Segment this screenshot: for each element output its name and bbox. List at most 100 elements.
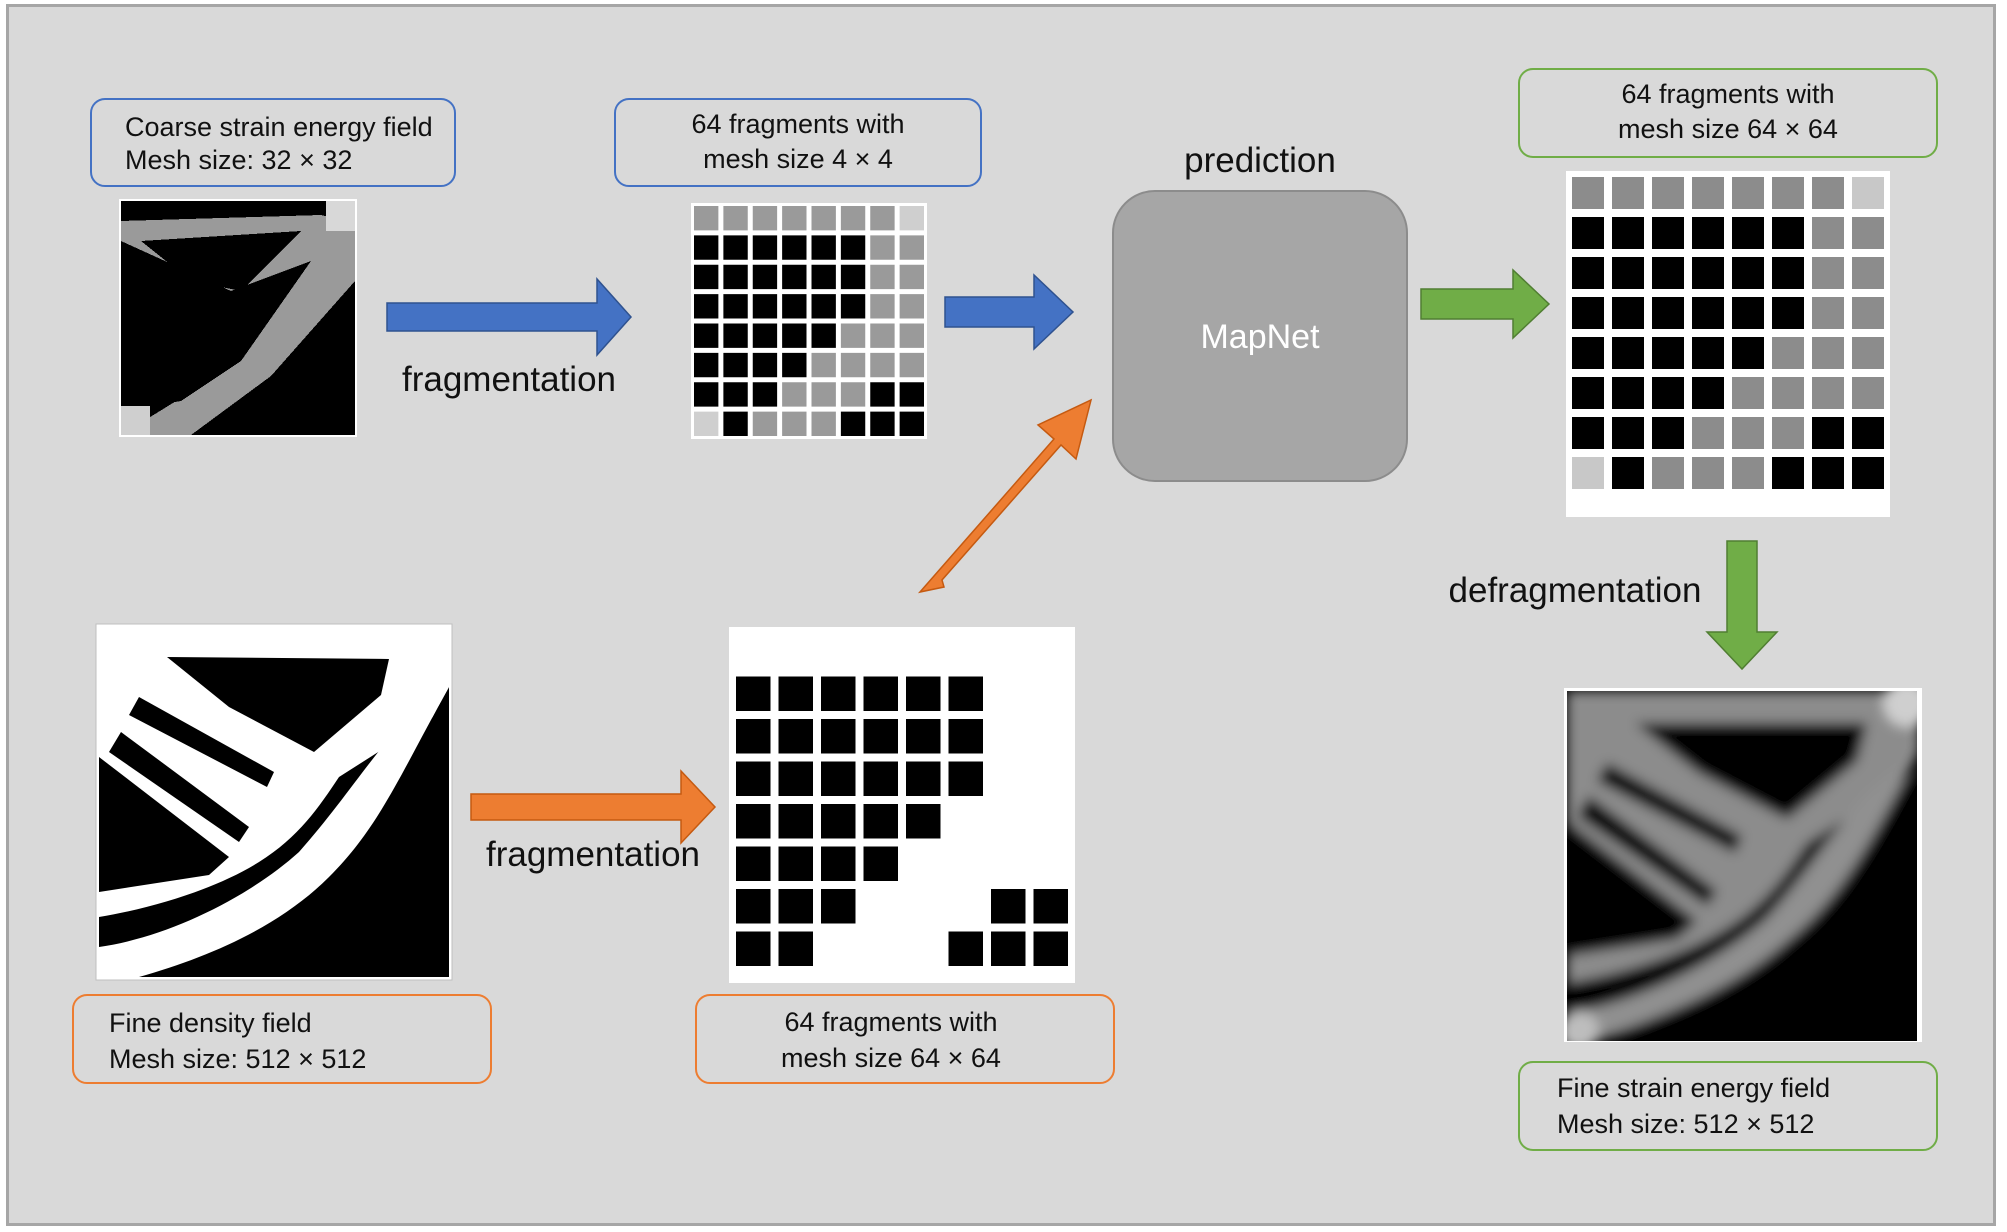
- fine-density-box: Fine density field Mesh size: 512 × 512: [72, 994, 492, 1084]
- coarse-field-line1: Coarse strain energy field: [125, 112, 433, 142]
- grid-cell: [1772, 417, 1804, 449]
- grid-cell: [899, 352, 924, 378]
- grid-cell: [863, 846, 898, 881]
- grid-cell: [1652, 457, 1684, 489]
- grid-cell: [778, 719, 813, 754]
- grid-cell: [870, 382, 895, 407]
- grid-cell: [1772, 337, 1804, 369]
- grid-cell: [736, 889, 771, 924]
- grid-cell: [752, 323, 778, 348]
- grid-cell: [1692, 377, 1724, 409]
- grid-cell: [1772, 217, 1804, 249]
- grid-cell: [1732, 417, 1764, 449]
- coarse-strain-image: [119, 199, 357, 437]
- grid-cell: [948, 634, 983, 669]
- grid-cell: [991, 889, 1026, 924]
- grid-cell: [1772, 377, 1804, 409]
- grid-cell: [991, 634, 1026, 669]
- grid-cell: [906, 676, 941, 711]
- grid-cell: [736, 804, 771, 839]
- grid-cell: [694, 294, 719, 319]
- grid-cell: [723, 235, 748, 260]
- grid-cell: [1652, 257, 1684, 289]
- grid-cell: [821, 719, 856, 754]
- grid-cell: [1612, 177, 1644, 209]
- grid-cell: [1732, 337, 1764, 369]
- grid-cell: [1692, 177, 1724, 209]
- grid-cell: [840, 352, 866, 378]
- grid-cell: [1852, 177, 1884, 209]
- grid-cell: [1033, 931, 1068, 966]
- grid-cell: [778, 846, 813, 881]
- grid-cell: [948, 676, 983, 711]
- grid-cell: [863, 719, 898, 754]
- arrow-orange-to-mapnet: [917, 398, 1093, 594]
- grid-cell: [736, 846, 771, 881]
- grid-cell: [1033, 634, 1068, 669]
- arrow-green-prediction-out: [1420, 268, 1551, 340]
- grid-cell: [811, 206, 836, 231]
- grid-cell: [782, 323, 807, 348]
- arrow-blue-to-mapnet: [944, 273, 1075, 351]
- grid-cell: [1572, 337, 1604, 369]
- grid-cell: [1033, 846, 1068, 881]
- fine-strain-line1: Fine strain energy field: [1557, 1073, 1830, 1103]
- grid-cell: [752, 294, 778, 319]
- grid-cell: [1812, 257, 1844, 289]
- grid-cell: [782, 264, 807, 290]
- fine-strain-box: Fine strain energy field Mesh size: 512 …: [1518, 1061, 1938, 1151]
- grid-cell: [723, 323, 748, 348]
- grid-cell: [821, 846, 856, 881]
- grid-cell: [1572, 257, 1604, 289]
- grid-cell: [736, 761, 771, 796]
- grid-cell: [1732, 217, 1764, 249]
- grid-cell: [782, 382, 807, 407]
- grid-cell: [1812, 337, 1844, 369]
- grid-cell: [870, 235, 895, 260]
- mapnet-label: MapNet: [1200, 318, 1320, 356]
- grid-cell: [1732, 457, 1764, 489]
- grid-cell: [694, 352, 719, 378]
- grid-cell: [1652, 177, 1684, 209]
- grid-cell: [778, 889, 813, 924]
- grid-cell: [1612, 217, 1644, 249]
- grid-cell: [1692, 257, 1724, 289]
- grid-cell: [870, 206, 895, 231]
- grid-cell: [948, 761, 983, 796]
- grid-cell: [694, 206, 719, 231]
- grid-cell: [899, 294, 924, 319]
- coarse-field-line2: Mesh size: 32 × 32: [125, 145, 352, 175]
- grid-cell: [991, 846, 1026, 881]
- grid-cell: [778, 761, 813, 796]
- grid-cell: [906, 889, 941, 924]
- grid-cell: [863, 761, 898, 796]
- grid-cell: [752, 206, 778, 231]
- arrow-orange-fragmentation: [470, 769, 717, 845]
- grid-cell: [870, 294, 895, 319]
- grid-cell: [694, 264, 719, 290]
- workflow-diagram: Coarse strain energy field Mesh size: 32…: [72, 68, 1938, 1151]
- grid-cell: [991, 719, 1026, 754]
- fine-strain-line2: Mesh size: 512 × 512: [1557, 1109, 1814, 1139]
- grid-cell: [840, 411, 866, 436]
- grid-cell: [1033, 804, 1068, 839]
- frag64-density-image: [729, 627, 1075, 983]
- grid-cell: [1732, 257, 1764, 289]
- grid-cell: [778, 931, 813, 966]
- grid-cell: [1812, 417, 1844, 449]
- grid-cell: [1852, 457, 1884, 489]
- coarse-field-box: Coarse strain energy field Mesh size: 32…: [90, 98, 456, 187]
- frag4-cells: [694, 206, 924, 436]
- grid-cell: [723, 264, 748, 290]
- grid-cell: [1612, 377, 1644, 409]
- frag4-grid-image: [691, 203, 927, 439]
- grid-cell: [811, 352, 836, 378]
- grid-cell: [948, 889, 983, 924]
- grid-cell: [1612, 337, 1644, 369]
- grid-cell: [1692, 337, 1724, 369]
- grid-cell: [723, 411, 748, 436]
- grid-cell: [821, 889, 856, 924]
- fine-density-line2: Mesh size: 512 × 512: [109, 1044, 366, 1074]
- grid-cell: [752, 235, 778, 260]
- grid-cell: [782, 294, 807, 319]
